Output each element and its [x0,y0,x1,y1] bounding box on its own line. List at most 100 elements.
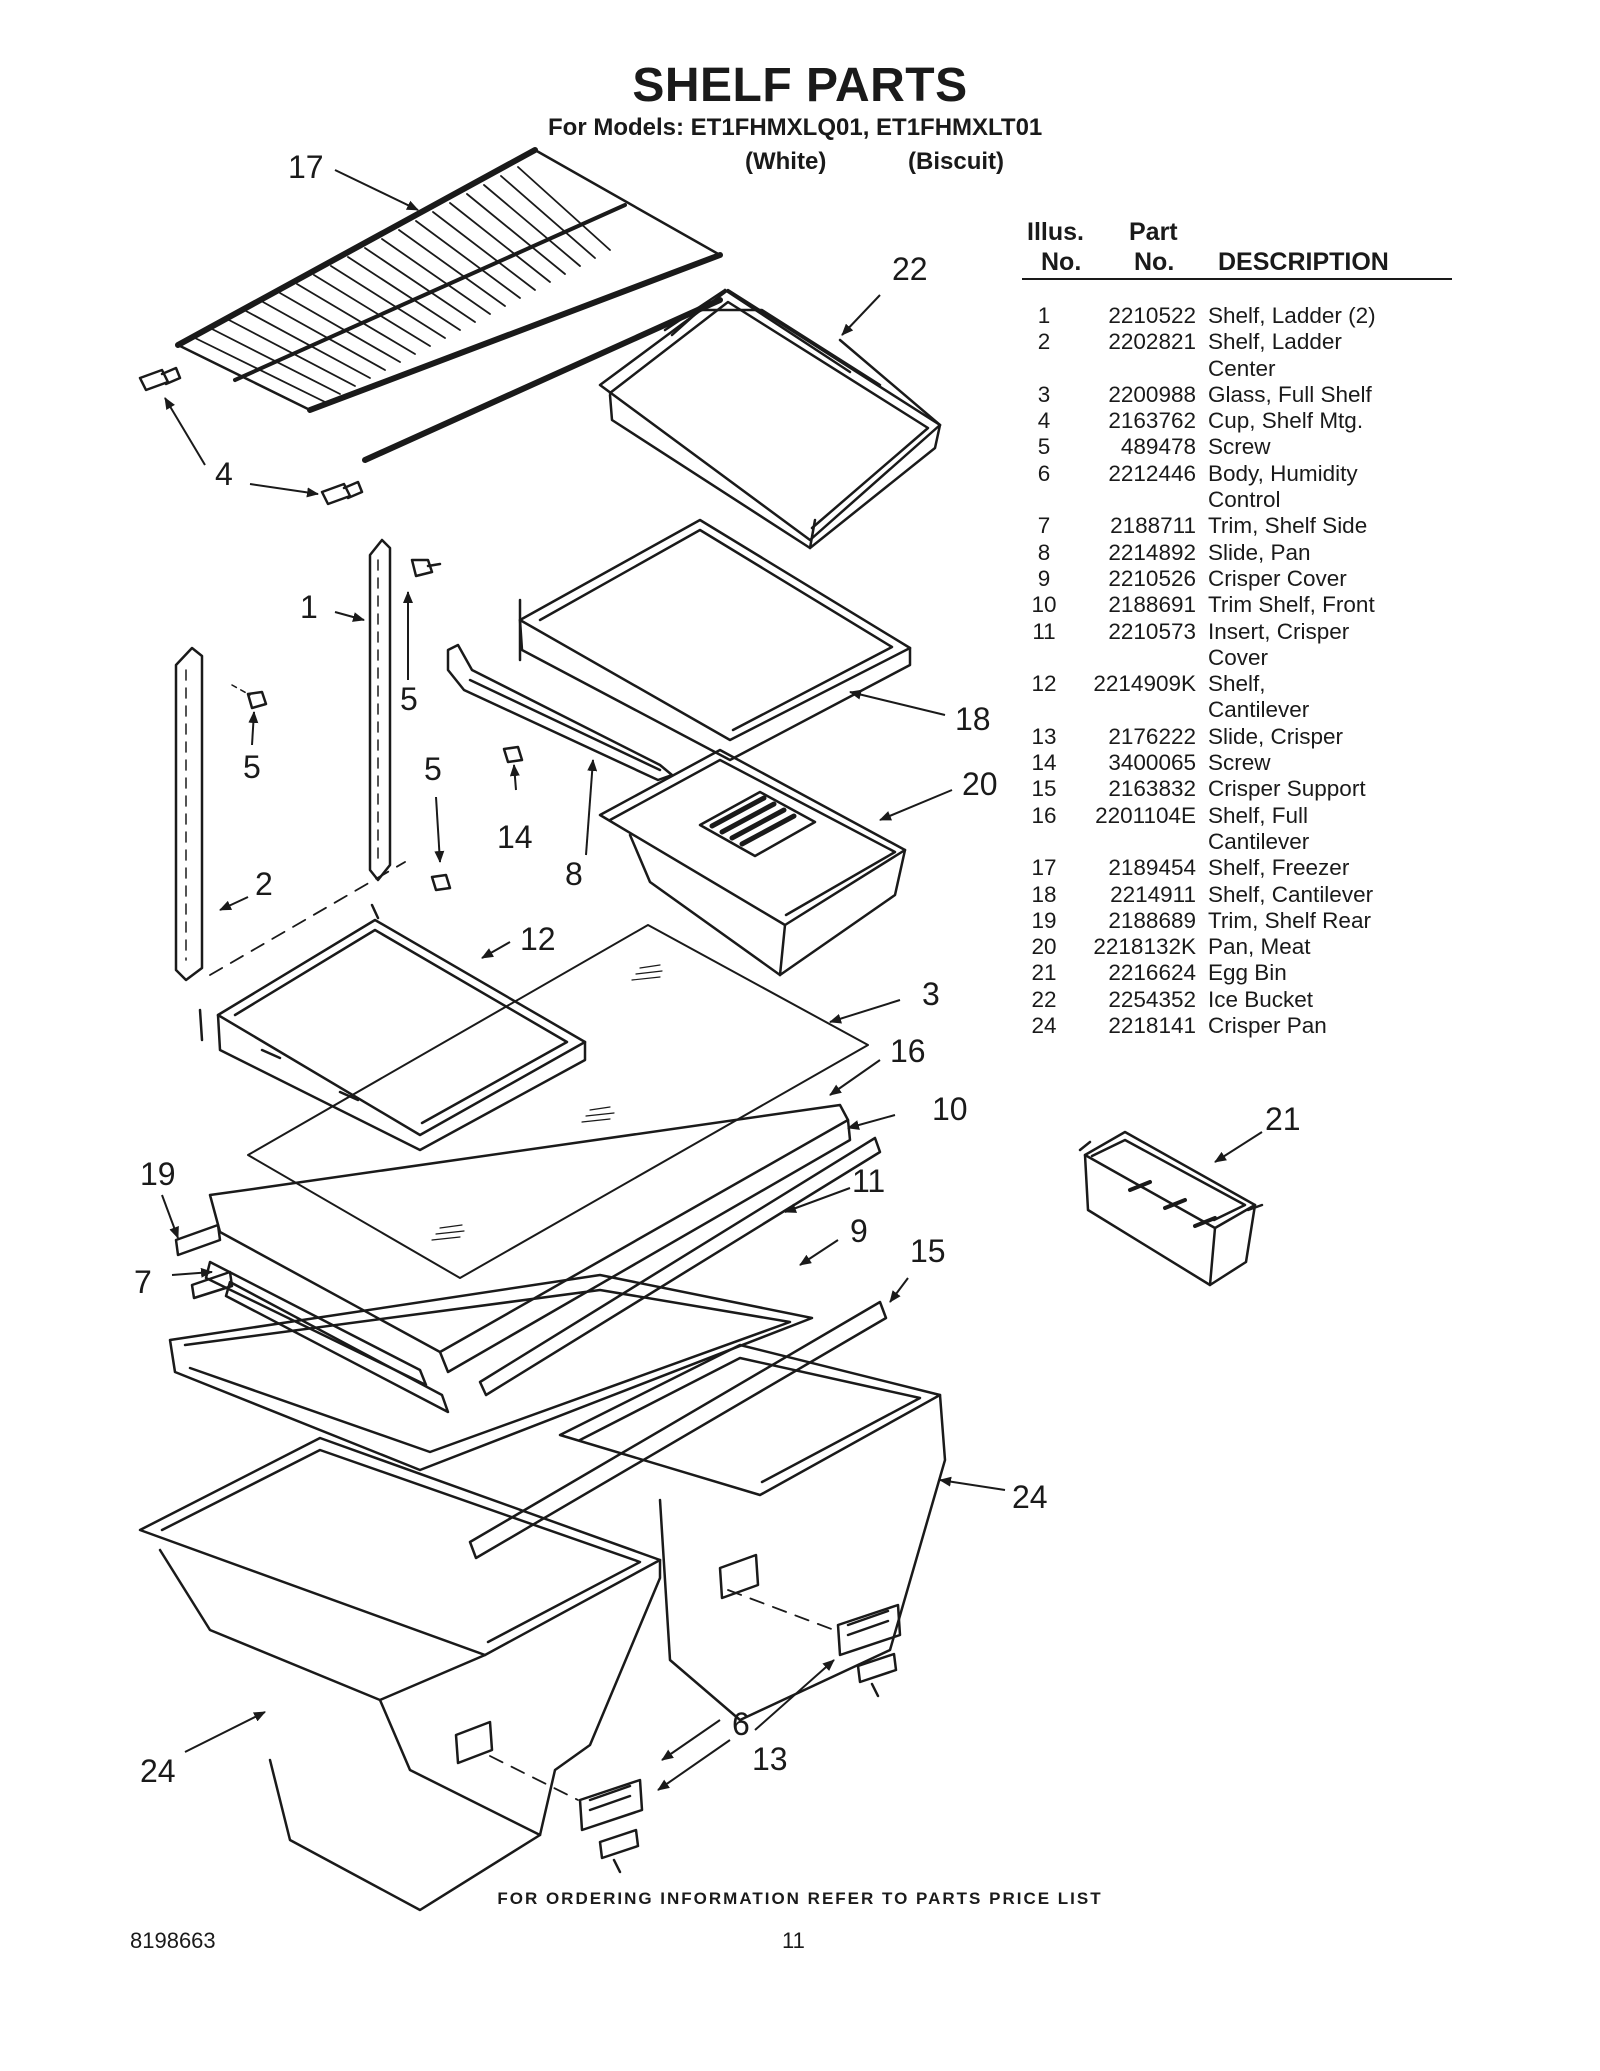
illus-no: 20 [1031,934,1057,960]
crisper-cover-assembly [168,1136,882,1472]
description: Slide, Pan [1208,539,1311,565]
description: Insert, Crisper [1208,618,1350,644]
callout-5-upper: 5 [400,681,418,717]
part-no: 2210573 [1108,618,1196,644]
callout-8: 8 [565,856,583,892]
illus-no: 8 [1037,539,1051,565]
description: Glass, Full Shelf [1208,381,1372,407]
description: Pan, Meat [1208,934,1311,960]
screws [231,558,524,892]
illus-no: 12 [1031,671,1057,697]
table-row-continuation: Cantilever [1020,697,1460,723]
meat-pan [598,748,907,977]
illus-no: 7 [1037,513,1051,539]
callout-9: 9 [850,1213,868,1249]
table-row: 13 2176222 Slide, Crisper [1020,724,1460,750]
crisper-pan-right [558,1343,947,1722]
part-no: 2202821 [1108,329,1196,355]
description-continued: Cantilever [1208,828,1310,854]
callout-2: 2 [255,866,273,902]
illus-no: 1 [1037,303,1051,328]
egg-bin [1078,1130,1264,1287]
part-no: 2176222 [1108,723,1196,749]
description-continued: Cover [1208,644,1269,670]
ice-bucket [598,288,942,550]
callout-1: 1 [300,589,318,625]
table-row: 12 2214909K Shelf, [1020,671,1460,697]
description: Slide, Crisper [1208,723,1344,749]
part-no: 489478 [1120,434,1196,460]
part-no: 2163832 [1108,776,1196,802]
leader-arrows [161,169,1263,1791]
illus-no: 16 [1031,802,1057,828]
part-no: 2214911 [1110,881,1196,907]
callout-17: 17 [288,149,324,185]
callout-5-left: 5 [243,749,261,785]
description: Shelf, Cantilever [1208,881,1374,907]
col-part-header-1: Part [1129,218,1178,246]
callout-21: 21 [1265,1101,1301,1137]
illus-no: 6 [1037,460,1051,486]
part-no: 2163762 [1108,408,1196,434]
illus-no: 10 [1031,592,1057,618]
callout-18: 18 [955,701,991,737]
shelf-mtg-cups [138,366,364,506]
description: Cup, Shelf Mtg. [1208,408,1364,434]
callout-10: 10 [932,1091,968,1127]
table-row: 14 3400065 Screw [1020,750,1460,776]
part-no: 2218132K [1093,934,1196,960]
crisper-pan-left [138,1436,662,1912]
callout-15: 15 [910,1233,946,1269]
part-no: 3400065 [1108,750,1196,776]
callout-19: 19 [140,1156,176,1192]
part-no: 2189454 [1108,855,1196,881]
col-part-header-2: No. [1134,248,1175,276]
description: Shelf, Ladder (2) [1208,303,1376,328]
illus-no: 18 [1031,881,1057,907]
variant-biscuit: (Biscuit) [908,148,1004,175]
description: Shelf, Ladder [1208,329,1342,355]
description: Crisper Pan [1208,1013,1327,1039]
col-desc-header: DESCRIPTION [1218,248,1389,276]
part-no: 2200988 [1108,381,1196,407]
illus-no: 3 [1037,381,1051,407]
illus-no: 11 [1032,618,1056,644]
description: Shelf, [1208,671,1266,697]
models-line: For Models: ET1FHMXLQ01, ET1FHMXLT01 [548,114,1043,141]
table-row: 18 2214911 Shelf, Cantilever [1020,882,1460,908]
humidity-controls [489,1589,902,1874]
part-no: 2201104E [1095,802,1196,828]
description: Egg Bin [1208,960,1287,986]
callout-11: 11 [852,1163,885,1199]
illus-no: 14 [1031,750,1057,776]
description: Shelf, Freezer [1208,855,1350,881]
illus-no: 21 [1031,960,1057,986]
table-header-rule [1022,278,1452,280]
rear-side-trims [174,1223,234,1300]
cantilever-shelf-lower [198,903,587,1152]
part-no: 2188691 [1108,592,1196,618]
callout-3: 3 [922,976,940,1012]
illus-no: 15 [1031,776,1057,802]
part-no: 2214909K [1093,671,1196,697]
description: Screw [1208,750,1271,776]
callout-labels: 17 22 4 1 5 5 5 14 8 18 20 2 12 3 16 10 … [134,149,1301,1789]
col-illus-header-1: Illus. [1027,218,1084,246]
description: Body, Humidity [1208,460,1358,486]
illus-no: 22 [1031,986,1057,1012]
callout-24-right: 24 [1012,1479,1048,1515]
description-continued: Center [1208,355,1276,381]
callout-6: 6 [732,1706,750,1742]
callout-13: 13 [752,1741,788,1777]
table-row-continuation: Control [1020,487,1460,513]
illus-no: 13 [1031,723,1057,749]
illus-no: 17 [1031,855,1057,881]
